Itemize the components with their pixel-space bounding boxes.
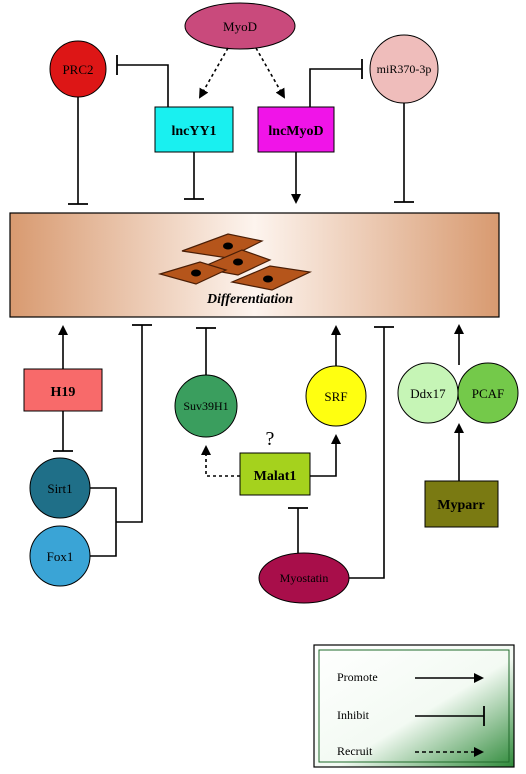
lncmyod-inhibits-mir370	[309, 68, 362, 107]
pcaf-node	[457, 362, 519, 424]
myod-to-lncyy1-recruit	[199, 47, 229, 99]
pcaf-label: PCAF	[472, 386, 505, 401]
lncyy1-label: lncYY1	[171, 124, 216, 139]
legend-box	[313, 644, 515, 768]
fox1-label: Fox1	[47, 549, 74, 564]
myparr-node	[424, 480, 499, 528]
legend-inhibit-label: Inhibit	[337, 708, 370, 722]
lncyy1-inhibits-prc2	[117, 64, 169, 107]
malat1-node	[239, 452, 311, 496]
myostatin-inhibits-differentiation	[349, 327, 385, 579]
malat1-promote-srf	[310, 434, 341, 477]
lncmyod-node	[257, 106, 335, 153]
sirt1-fox1-bracket	[90, 325, 143, 557]
malat1-label: Malat1	[254, 469, 297, 484]
lncmyod-label: lncMyoD	[268, 124, 323, 139]
h19-node	[23, 368, 103, 412]
h19-label: H19	[51, 385, 76, 400]
legend-promote-label: Promote	[337, 670, 378, 684]
myostatin-label: Myostatin	[280, 571, 329, 585]
malat1-recruit-suv39h1	[201, 445, 240, 477]
legend-recruit-label: Recruit	[337, 744, 373, 758]
sirt1-label: Sirt1	[47, 481, 72, 496]
lncyy1-node	[154, 106, 234, 153]
myod-node	[184, 2, 296, 50]
myod-label: MyoD	[223, 19, 257, 34]
muscle-cells-icon	[157, 233, 313, 291]
ddx17-label: Ddx17	[410, 386, 446, 401]
myparr-label: Myparr	[437, 498, 484, 513]
legend: Promote Inhibit Recruit	[313, 644, 515, 768]
differentiation-label: Differentiation	[206, 292, 293, 307]
prc2-label: PRC2	[62, 62, 93, 77]
mir370-label: miR370-3p	[377, 62, 432, 76]
suv39h1-label: Suv39H1	[183, 399, 228, 413]
myod-to-lncmyod-recruit	[255, 47, 285, 99]
question-mark: ?	[266, 428, 275, 450]
srf-label: SRF	[324, 389, 347, 404]
